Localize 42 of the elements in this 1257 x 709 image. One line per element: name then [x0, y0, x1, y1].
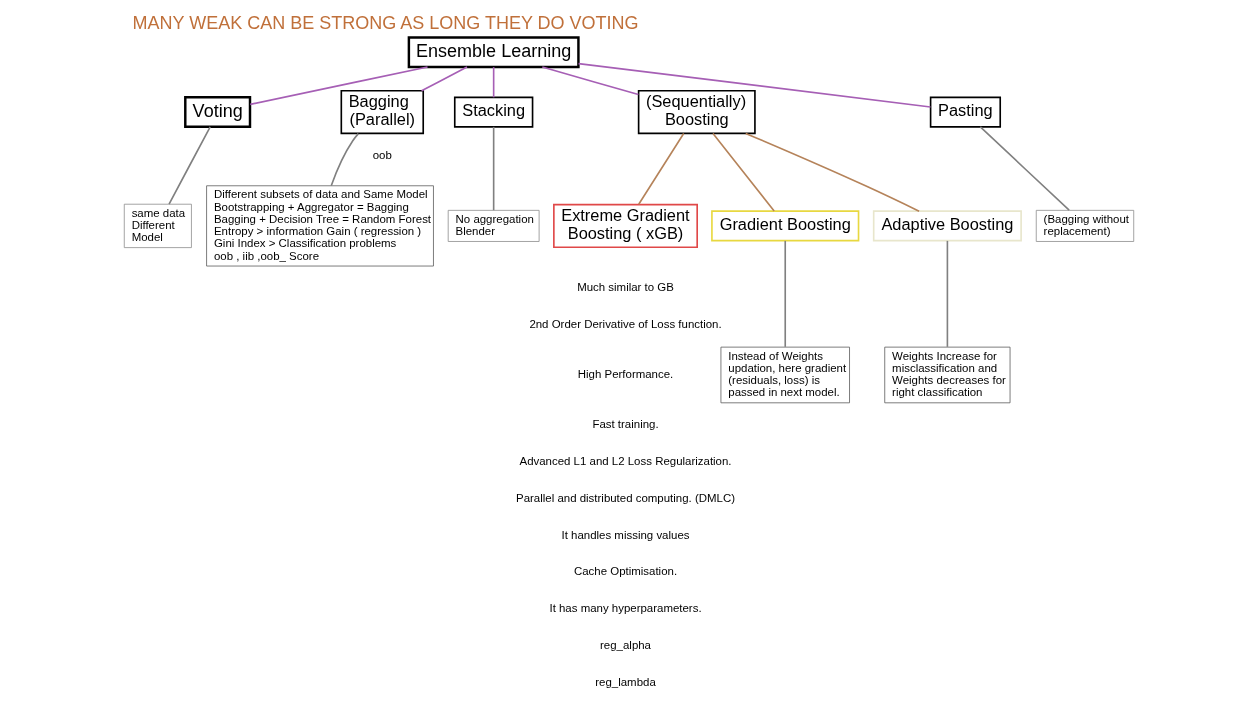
label: 2nd Order Derivative of Loss function.	[528, 318, 722, 331]
node-box: Voting	[183, 96, 251, 129]
connector	[329, 132, 359, 187]
node-box: Different subsets of data and Same Model Bootstrapping + Aggregator = Bagging Bagging + Decision Tree = Random Forest Entropy > information Gain ( regression ) Gini Index > Classification problems oob , iib ,oob_ Score	[205, 185, 434, 267]
node-box: Extreme Gradient Boosting ( xGB)	[552, 203, 698, 249]
connector	[541, 66, 639, 96]
label: It handles missing values	[561, 528, 689, 541]
label: oob	[372, 148, 392, 161]
node-box: No aggregation Blender	[447, 209, 539, 242]
connector	[711, 132, 775, 212]
node-box: Gradient Boosting	[710, 210, 859, 242]
connector	[492, 66, 494, 99]
connector	[492, 126, 494, 212]
connector	[744, 132, 920, 212]
label: reg_alpha	[599, 639, 651, 652]
node-box: Instead of Weights updation, here gradient (residuals, loss) is passed in next model.	[720, 346, 850, 404]
connector	[577, 62, 931, 108]
connector	[167, 126, 211, 205]
node-box: Weights Increase for misclassification and Weights decreases for right classification	[883, 346, 1010, 404]
label: Much similar to GB	[576, 281, 674, 294]
connector	[248, 66, 428, 106]
connector	[420, 66, 468, 92]
node-box: Stacking	[453, 96, 533, 128]
label: reg_lambda	[594, 675, 656, 688]
label: It has many hyperparameters.	[548, 602, 702, 615]
connector	[979, 126, 1070, 212]
connector	[637, 132, 685, 206]
connector	[783, 240, 786, 348]
node-box: Ensemble Learning	[407, 36, 580, 69]
label: Fast training.	[591, 417, 659, 430]
label: High Performance.	[577, 368, 673, 381]
connector	[946, 240, 948, 348]
node-box: Adaptive Boosting	[872, 210, 1022, 242]
node-box: (Bagging without replacement)	[1035, 209, 1134, 242]
node-box: Pasting	[929, 96, 1001, 128]
diagram-title: MANY WEAK CAN BE STRONG AS LONG THEY DO VOTING	[131, 13, 639, 34]
label: Parallel and distributed computing. (DMLC)	[515, 491, 735, 504]
node-box: Bagging (Parallel)	[340, 89, 424, 135]
label: Cache Optimisation.	[573, 565, 677, 578]
label: Advanced L1 and L2 Loss Regularization.	[519, 454, 732, 467]
node-box: same data Different Model	[123, 203, 192, 249]
node-box: (Sequentially) Boosting	[637, 89, 756, 135]
